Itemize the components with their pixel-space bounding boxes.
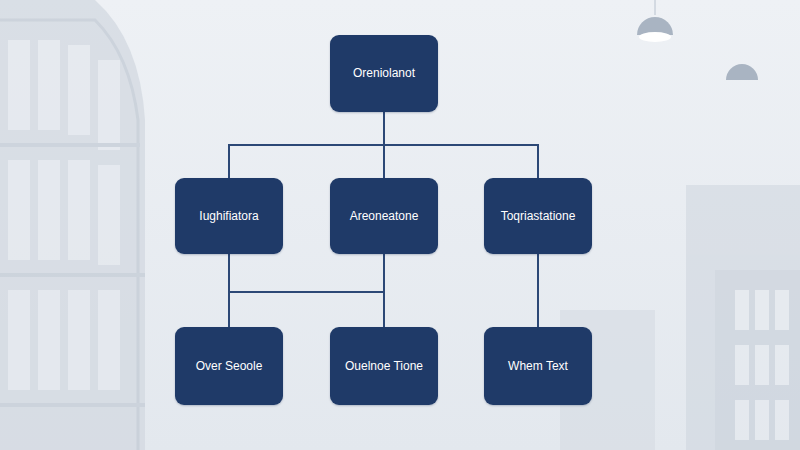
window	[775, 290, 789, 330]
left-building	[0, 0, 145, 450]
box-label: Toqriastatione	[495, 209, 582, 223]
window	[735, 400, 749, 440]
window	[38, 290, 60, 390]
building-wall	[0, 0, 145, 450]
org-connector	[229, 254, 384, 327]
building-edge	[0, 20, 138, 450]
org-box: Toqriastatione	[484, 178, 592, 254]
window	[775, 400, 789, 440]
org-box: Over Seoole	[175, 327, 283, 405]
org-box: Oreniolanot	[330, 35, 438, 112]
window	[68, 45, 90, 135]
window	[755, 345, 769, 385]
org-box: Whem Text	[484, 327, 592, 405]
box-label: Ouelnoe Tione	[339, 359, 429, 373]
floor-line	[0, 403, 145, 407]
window	[775, 345, 789, 385]
org-box: Areoneatone	[330, 178, 438, 254]
org-connector	[229, 112, 384, 178]
building-wall	[715, 270, 800, 450]
floor-line	[0, 273, 145, 277]
building-windows	[8, 40, 120, 390]
org-connector	[383, 254, 385, 327]
lamp-shade	[726, 64, 758, 80]
window	[38, 40, 60, 130]
window	[38, 160, 60, 260]
window	[8, 160, 30, 260]
window	[735, 290, 749, 330]
box-label: Over Seoole	[190, 359, 269, 373]
floor-line	[0, 143, 140, 147]
window	[755, 400, 769, 440]
window	[8, 290, 30, 390]
org-box: Iughifiatora	[175, 178, 283, 254]
building-windows	[735, 290, 789, 440]
window	[735, 345, 749, 385]
box-label: Iughifiatora	[193, 209, 264, 223]
ceiling-lamps	[637, 0, 758, 80]
window	[68, 160, 90, 260]
org-box: Ouelnoe Tione	[330, 327, 438, 405]
box-label: Oreniolanot	[347, 66, 421, 80]
window	[98, 290, 120, 390]
window	[755, 290, 769, 330]
org-connector	[384, 112, 538, 178]
window	[98, 165, 120, 265]
lamp-light	[639, 32, 671, 42]
window	[8, 40, 30, 130]
lamp-cord	[655, 0, 656, 15]
right-buildings	[560, 185, 800, 450]
window	[98, 60, 120, 150]
building-wall	[686, 185, 800, 450]
floor-lines	[0, 145, 145, 405]
window	[68, 290, 90, 390]
org-connector	[537, 254, 539, 327]
box-label: Whem Text	[502, 359, 574, 373]
box-label: Areoneatone	[344, 209, 425, 223]
